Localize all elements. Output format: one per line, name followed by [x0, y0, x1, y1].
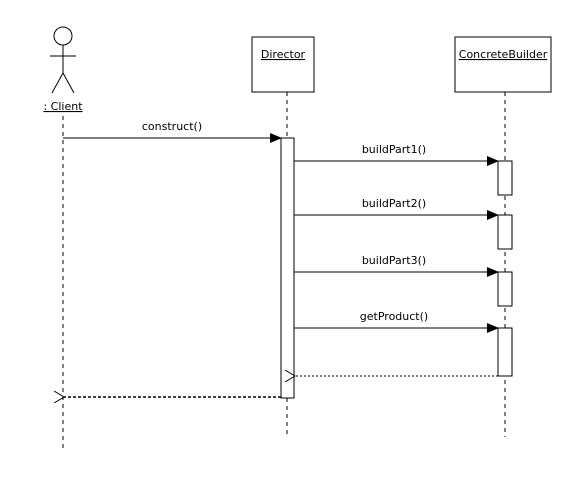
director-label: Director	[261, 48, 306, 61]
director-activation	[280, 137, 295, 399]
message-build-part-3: buildPart3()	[294, 254, 499, 277]
builder-participant: ConcreteBuilder	[454, 36, 552, 93]
builder-label: ConcreteBuilder	[459, 48, 548, 61]
builder-activation-4	[497, 327, 513, 377]
client-label: : Client	[43, 100, 83, 113]
stick-figure-icon	[50, 26, 76, 94]
builder-activation-1	[497, 160, 513, 196]
client-actor: : Client	[43, 26, 83, 113]
message-build-part-1: buildPart1()	[294, 143, 499, 166]
message-construct: construct()	[63, 120, 282, 143]
builder-activation-2	[497, 214, 513, 250]
director-participant: Director	[251, 36, 315, 93]
construct-label: construct()	[142, 120, 202, 133]
build-part-2-label: buildPart2()	[362, 197, 426, 210]
builder-box	[454, 36, 552, 93]
message-get-product: getProduct()	[294, 310, 499, 333]
director-box	[251, 36, 315, 93]
builder-activation-3	[497, 271, 513, 307]
build-part-1-label: buildPart1()	[362, 143, 426, 156]
message-build-part-2: buildPart2()	[294, 197, 499, 220]
build-part-3-label: buildPart3()	[362, 254, 426, 267]
get-product-label: getProduct()	[360, 310, 428, 323]
